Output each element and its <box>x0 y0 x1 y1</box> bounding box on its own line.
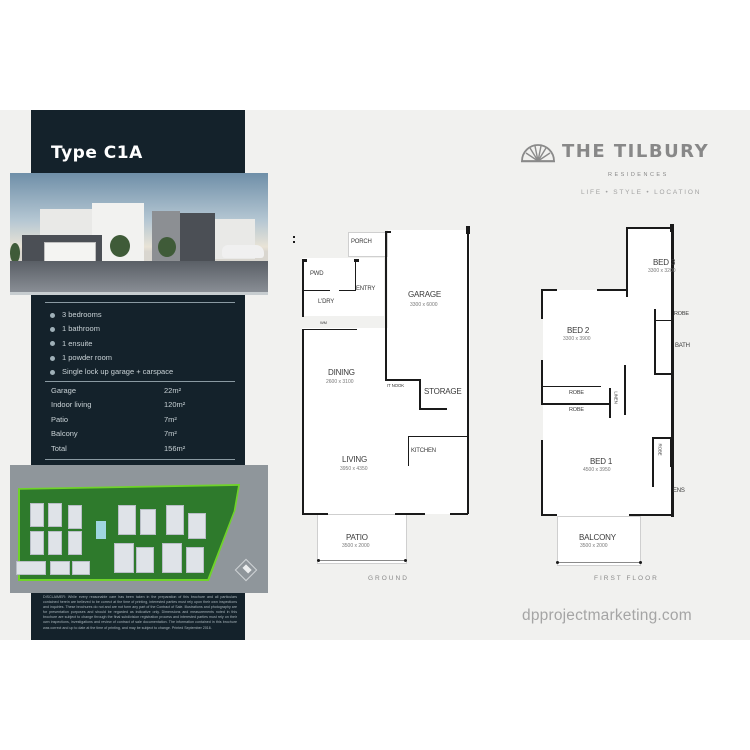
type-title: Type C1A <box>51 143 143 163</box>
first-floor-caption: FIRST FLOOR <box>594 575 659 582</box>
bullet-icon <box>50 369 55 375</box>
feature-item: 1 powder room <box>50 351 173 365</box>
room-kitchen: KITCHEN <box>411 448 436 454</box>
bed3-dimensions: 3300 x 3200 <box>648 268 676 274</box>
room-patio: PATIO <box>346 533 368 542</box>
room-porch: PORCH <box>351 239 372 245</box>
room-balcony: BALCONY <box>579 533 616 542</box>
bed1-dimensions: 4500 x 3950 <box>583 467 611 473</box>
balcony-dimensions: 3500 x 2000 <box>580 543 608 549</box>
room-bed-3: BED 3 <box>653 258 676 267</box>
room-bed-2: BED 2 <box>567 326 590 335</box>
car <box>222 245 264 258</box>
features-list: 3 bedrooms 1 bathroom 1 ensuite 1 powder… <box>50 308 173 379</box>
room-robe-bed3: ROBE <box>674 311 689 317</box>
exterior-render-image <box>10 173 268 295</box>
bullet-icon <box>50 355 55 361</box>
dining-dimensions: 2600 x 3100 <box>326 379 354 385</box>
divider <box>45 381 235 382</box>
feature-item: Single lock up garage + carspace <box>50 365 173 379</box>
garage-door <box>44 242 96 262</box>
website-link[interactable]: dpprojectmarketing.com <box>522 607 692 624</box>
room-ensuite: ENS <box>673 488 685 494</box>
room-garage: GARAGE <box>408 290 442 299</box>
room-laundry: L'DRY <box>318 299 335 305</box>
disclaimer-text: DISCLAIMER: While every reasonable care … <box>43 595 237 630</box>
divider <box>45 302 235 303</box>
brand-name: THE TILBURY <box>562 141 710 162</box>
brand-tagline: LIFE • STYLE • LOCATION <box>581 189 702 196</box>
bed2-dimensions: 3300 x 3900 <box>563 336 591 342</box>
patio-dimensions: 3500 x 2000 <box>342 543 370 549</box>
brand-subtitle: RESIDENCES <box>608 172 669 178</box>
sunburst-logo-icon <box>521 144 555 163</box>
room-bed-1: BED 1 <box>590 457 613 466</box>
bullet-icon <box>50 326 55 332</box>
room-robe-bed2: ROBE <box>569 390 584 396</box>
living-dimensions: 3950 x 4350 <box>340 466 368 472</box>
site-plan-image <box>10 465 268 593</box>
room-entry: ENTRY <box>356 286 376 292</box>
feature-item: 3 bedrooms <box>50 308 173 322</box>
divider <box>45 459 235 460</box>
bullet-icon <box>50 312 55 318</box>
washing-machine-label: WM <box>320 320 327 325</box>
room-robe-ens: ROBE <box>657 443 663 456</box>
ground-floor-caption: GROUND <box>368 575 409 582</box>
garage-dimensions: 3300 x 6000 <box>410 302 438 308</box>
room-linen: LINEN <box>613 391 619 404</box>
feature-item: 1 ensuite <box>50 337 173 351</box>
room-robe-bed1: ROBE <box>569 407 584 413</box>
room-pwd: PWD <box>310 271 324 277</box>
bullet-icon <box>50 341 55 347</box>
room-it-nook: IT NOOK <box>387 383 405 388</box>
room-living: LIVING <box>342 455 368 464</box>
feature-item: 1 bathroom <box>50 322 173 336</box>
room-bath: BATH <box>675 343 690 349</box>
room-storage: STORAGE <box>424 387 462 396</box>
room-dining: DINING <box>328 368 355 377</box>
